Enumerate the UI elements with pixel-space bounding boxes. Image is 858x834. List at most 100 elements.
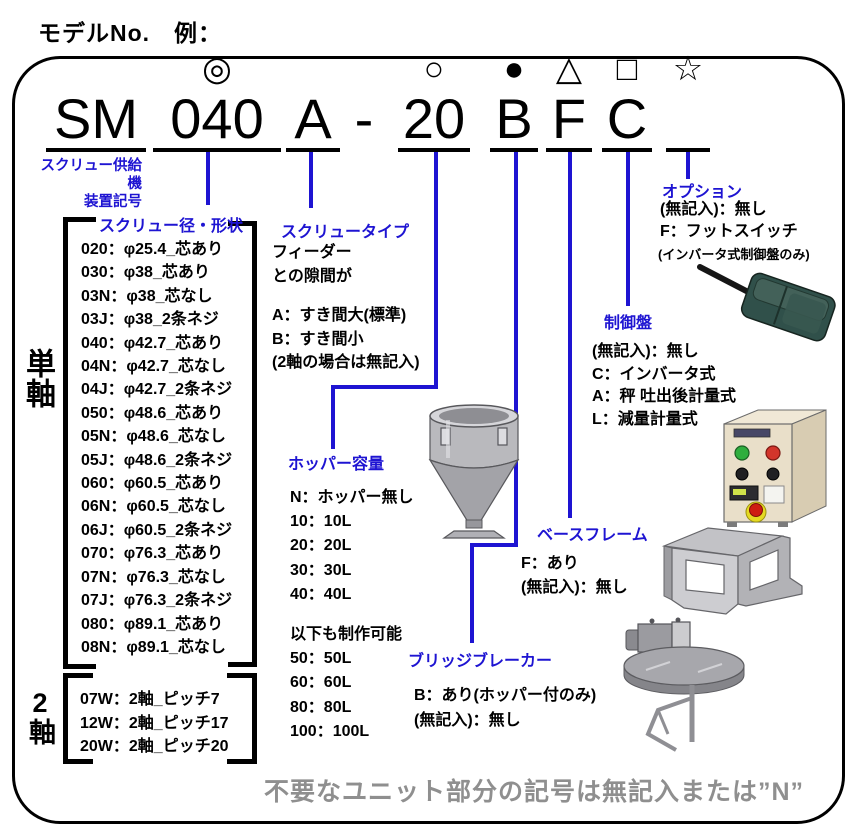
bracket-dual-left bbox=[63, 673, 68, 764]
device-label-line1: スクリュー供給機 bbox=[40, 158, 143, 192]
list-item: 080：φ89.1_芯あり bbox=[81, 615, 224, 633]
list-item: A：すき間大(標準) bbox=[272, 307, 407, 324]
control-panel-image bbox=[723, 409, 827, 527]
connector-bridge-v1 bbox=[514, 152, 518, 547]
connector-hopper-v1 bbox=[434, 152, 438, 389]
triangle-icon: △ bbox=[555, 50, 583, 88]
list-item: 06J：φ60.5_2条ネジ bbox=[81, 521, 233, 539]
connector-options bbox=[686, 152, 690, 179]
model-segment-f: F bbox=[546, 90, 592, 152]
connector-screw-type bbox=[309, 152, 313, 208]
bracket-dual-right bbox=[252, 673, 257, 764]
bracket-single-right bbox=[252, 221, 257, 667]
list-item: B：すき間小 bbox=[272, 330, 364, 348]
model-segment-c: C bbox=[602, 90, 652, 152]
list-item: との隙間が bbox=[272, 267, 352, 285]
list-item: F：あり bbox=[521, 555, 579, 572]
list-item: 020：φ25.4_芯あり bbox=[81, 241, 224, 258]
list-item: F：フットスイッチ bbox=[660, 223, 798, 240]
list-item: A：秤 吐出後計量式 bbox=[592, 388, 737, 405]
list-item: 07J：φ76.3_2条ネジ bbox=[81, 592, 233, 610]
footer-note: 不要なユニット部分の記号は無記入または”N” bbox=[264, 778, 805, 806]
list-item: 070：φ76.3_芯あり bbox=[81, 545, 224, 563]
list-item: 以下も制作可能 bbox=[290, 626, 403, 644]
list-item: 030：φ38_芯あり bbox=[81, 264, 210, 282]
bracket-single-left bbox=[63, 217, 68, 669]
bridge-breaker-list: B：あり(ホッパー付のみ) (無記入)：無し bbox=[414, 684, 596, 733]
list-item: 100：100L bbox=[290, 722, 370, 740]
bridge-breaker-label: ブリッジブレーカー bbox=[408, 653, 553, 670]
list-item bbox=[272, 288, 420, 304]
list-item: 20：20L bbox=[290, 537, 352, 555]
connector-base-frame bbox=[568, 152, 572, 518]
list-item: 05N：φ48.6_芯なし bbox=[81, 428, 226, 446]
list-item: N：ホッパー無し bbox=[290, 489, 414, 506]
list-item: B：あり(ホッパー付のみ) bbox=[414, 687, 597, 704]
bracket-dual-right-bottom bbox=[227, 759, 257, 764]
screw-type-list: フィーダー との隙間が A：すき間大(標準) B：すき間小 (2軸の場合は無記入… bbox=[272, 241, 420, 375]
list-item: (無記入)：無し bbox=[414, 711, 521, 729]
screw-diameter-list: 020：φ25.4_芯あり 030：φ38_芯あり 03N：φ38_芯なし 03… bbox=[81, 238, 232, 659]
hopper-image bbox=[428, 404, 520, 539]
screw-diameter-label: スクリュー径・形状 bbox=[99, 218, 244, 235]
model-segment-040: 040 bbox=[153, 90, 281, 152]
circle-icon: ○ bbox=[423, 50, 445, 88]
list-item: 80：80L bbox=[290, 698, 352, 716]
list-item: (無記入)：無し bbox=[521, 579, 628, 596]
list-item: 03N：φ38_芯なし bbox=[81, 287, 213, 305]
list-item bbox=[290, 607, 414, 623]
connector-screw-diameter bbox=[206, 152, 210, 205]
base-frame-label: ベースフレーム bbox=[537, 527, 648, 544]
hopper-label: ホッパー容量 bbox=[288, 456, 385, 473]
bracket-dual-left-top bbox=[63, 673, 93, 678]
list-item: (2軸の場合は無記入) bbox=[272, 354, 420, 371]
model-segment-blank bbox=[666, 90, 710, 152]
list-item: 04J：φ42.7_2条ネジ bbox=[81, 381, 233, 399]
page-title: モデルNo. 例： bbox=[38, 20, 223, 46]
bracket-single-left-top bbox=[63, 217, 96, 222]
connector-hopper-h bbox=[331, 385, 438, 389]
list-item: 30：30L bbox=[290, 561, 352, 579]
list-item: 07N：φ76.3_芯なし bbox=[81, 568, 226, 586]
list-item: 08N：φ89.1_芯なし bbox=[81, 638, 226, 656]
star-icon: ☆ bbox=[672, 50, 704, 88]
square-icon: □ bbox=[616, 50, 638, 88]
options-list: (無記入)：無し F：フットスイッチ bbox=[660, 199, 798, 243]
list-item: 20W：2軸_ピッチ20 bbox=[80, 738, 229, 755]
diagram-frame bbox=[12, 56, 845, 824]
connector-bridge-v2 bbox=[470, 543, 474, 643]
device-label: スクリュー供給機 装置記号 bbox=[28, 157, 143, 211]
hopper-list: N：ホッパー無し 10：10L 20：20L 30：30L 40：40L 以下も… bbox=[290, 486, 414, 744]
list-item: 10：10L bbox=[290, 513, 352, 531]
bridge-breaker-image bbox=[623, 617, 745, 752]
bracket-dual-right-top bbox=[227, 673, 257, 678]
double-circle-icon: ◎ bbox=[202, 50, 232, 88]
bracket-single-right-top bbox=[228, 221, 257, 226]
base-frame-list: F：あり (無記入)：無し bbox=[521, 552, 628, 600]
bracket-single-right-bottom bbox=[228, 662, 257, 667]
list-item: 060：φ60.5_芯あり bbox=[81, 475, 224, 493]
list-item: 07W：2軸_ピッチ7 bbox=[80, 691, 220, 708]
list-item: 04N：φ42.7_芯なし bbox=[81, 358, 226, 376]
list-item: 040：φ42.7_芯あり bbox=[81, 334, 224, 352]
list-item: C：インバータ式 bbox=[592, 365, 716, 383]
list-item: 050：φ48.6_芯あり bbox=[81, 404, 224, 422]
filled-circle-icon: ● bbox=[503, 50, 525, 88]
dual-axis-label: 2軸 bbox=[25, 688, 55, 745]
model-segment-20: 20 bbox=[398, 90, 470, 152]
list-item: (無記入)：無し bbox=[592, 343, 699, 360]
connector-control-panel bbox=[626, 152, 630, 306]
model-segment-b: B bbox=[490, 90, 538, 152]
list-item: 06N：φ60.5_芯なし bbox=[81, 498, 226, 516]
dual-axis-list: 07W：2軸_ピッチ7 12W：2軸_ピッチ17 20W：2軸_ピッチ20 bbox=[80, 688, 229, 759]
model-segment-a: A bbox=[286, 90, 340, 152]
base-frame-image bbox=[661, 527, 803, 615]
list-item: 60：60L bbox=[290, 674, 352, 692]
model-segment-sm: SM bbox=[46, 90, 146, 152]
list-item: 50：50L bbox=[290, 650, 352, 668]
list-item: L：減量計量式 bbox=[592, 410, 698, 428]
bracket-single-left-bottom bbox=[63, 664, 96, 669]
control-panel-list: (無記入)：無し C：インバータ式 A：秤 吐出後計量式 L：減量計量式 bbox=[592, 341, 736, 431]
list-item: フィーダー bbox=[272, 244, 352, 261]
